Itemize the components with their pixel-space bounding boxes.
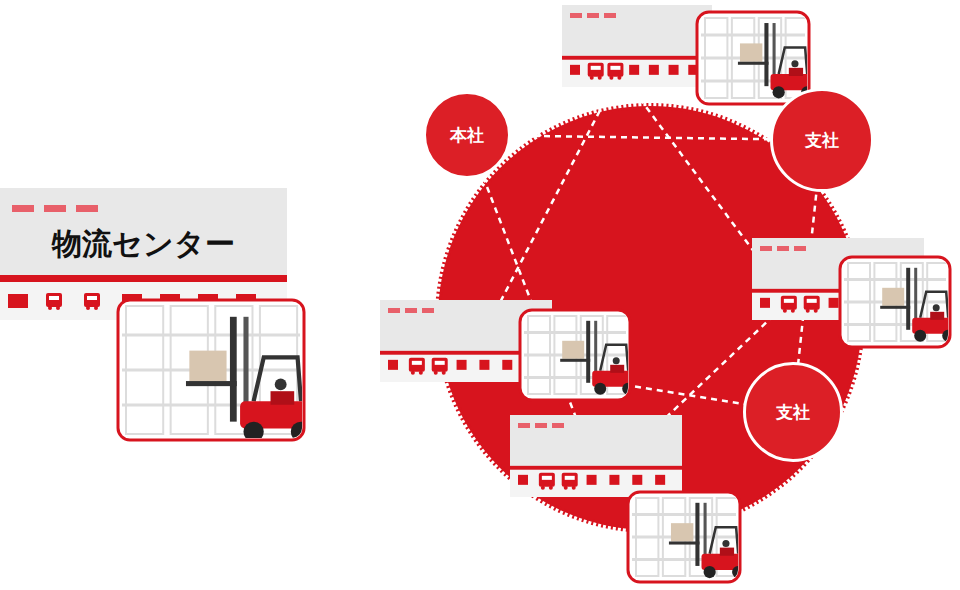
logistics-building [0,188,314,442]
truck-icon [84,293,100,310]
truck-icon [781,296,797,313]
truck-icon [46,293,62,310]
forklift-inset [520,310,636,400]
truck-icon [607,63,623,80]
node-label: 支社 [776,401,810,424]
truck-icon [539,473,555,490]
truck-icon [432,358,448,375]
truck-icon [588,63,604,80]
node-label: 本社 [450,124,484,147]
branch-office-circle: 支社 [743,362,843,462]
warehouse-icon [510,415,682,497]
truck-icon [409,358,425,375]
network-connector [511,136,770,140]
branch-office-circle: 支社 [770,88,874,192]
head-office-circle: 本社 [423,91,511,179]
logistics-center: 物流センター [0,215,287,273]
forklift-inset [628,492,746,582]
forklift-inset [840,257,956,347]
warehouse-icon [562,5,712,87]
node-label: 物流センター [52,224,235,265]
forklift-inset [118,300,314,442]
node-label: 支社 [805,129,839,152]
truck-icon [804,296,820,313]
forklift-inset [697,12,815,104]
truck-icon [562,473,578,490]
